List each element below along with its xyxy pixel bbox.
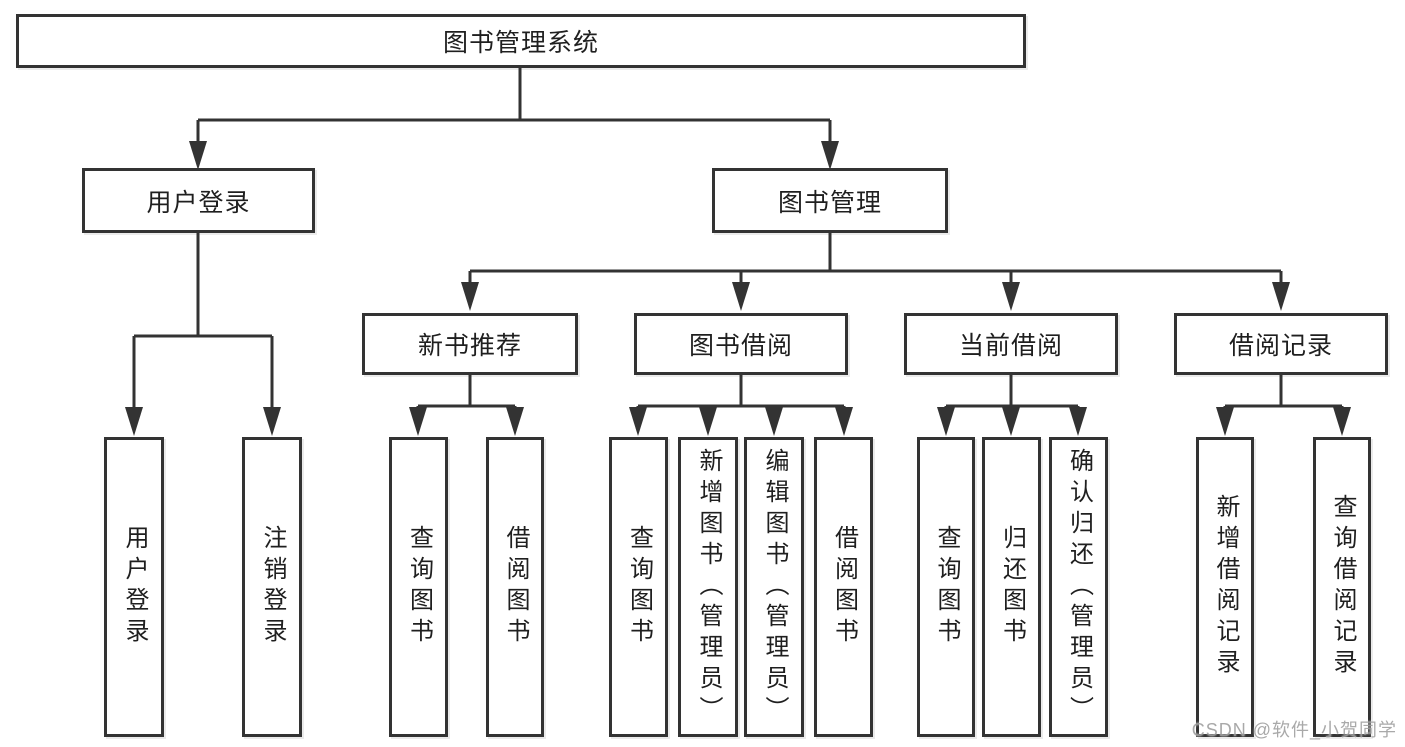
node-label: 查询借阅记录 [1329,494,1356,680]
node-label: 注销登录 [259,525,286,649]
node-label: 图书管理 [777,188,882,217]
node-label: 新增图书（管理员） [695,447,722,727]
node-label: 借阅记录 [1228,332,1333,360]
node-label: 用户登录 [121,525,148,649]
node-label: 查询图书 [625,525,653,649]
leaf-user-login: 用户登录 [104,437,164,737]
node-label: 图书借阅 [688,332,793,360]
node-label: 编辑图书（管理员） [761,447,788,727]
node-label: 归还图书 [998,525,1026,649]
node-current-borrowing: 当前借阅 [904,313,1118,375]
leaf-return-books: 归还图书 [982,437,1041,737]
leaf-add-books-admin: 新增图书（管理员） [678,437,738,737]
node-label: 图书管理系统 [442,29,599,57]
node-library-management-system: 图书管理系统 [16,14,1026,68]
leaf-borrow-books-recommend: 借阅图书 [486,437,544,737]
node-label: 借阅图书 [502,525,529,649]
node-label: 当前借阅 [958,332,1063,360]
node-user-login: 用户登录 [82,168,315,233]
csdn-watermark: CSDN @软件_小贺同学 [1191,720,1397,740]
leaf-query-books-recommend: 查询图书 [389,437,448,737]
node-book-borrowing: 图书借阅 [634,313,848,375]
node-borrowing-records: 借阅记录 [1174,313,1388,375]
leaf-logout: 注销登录 [242,437,302,737]
leaf-borrow-books: 借阅图书 [814,437,873,737]
leaf-query-books-borrow: 查询图书 [609,437,668,737]
leaf-query-books-current: 查询图书 [917,437,975,737]
node-label: 查询图书 [933,525,960,649]
node-label: 借阅图书 [830,525,858,649]
node-new-book-recommendation: 新书推荐 [362,313,578,375]
node-label: 新增借阅记录 [1212,494,1239,680]
node-label: 查询图书 [405,525,433,649]
leaf-edit-books-admin: 编辑图书（管理员） [744,437,804,737]
node-book-management: 图书管理 [712,168,948,233]
node-label: 新书推荐 [417,332,522,360]
node-label: 用户登录 [146,188,251,217]
leaf-confirm-return-admin: 确认归还（管理员） [1049,437,1108,737]
node-label: 确认归还（管理员） [1065,447,1093,727]
leaf-add-borrow-record: 新增借阅记录 [1196,437,1254,737]
leaf-query-borrow-record: 查询借阅记录 [1313,437,1371,737]
